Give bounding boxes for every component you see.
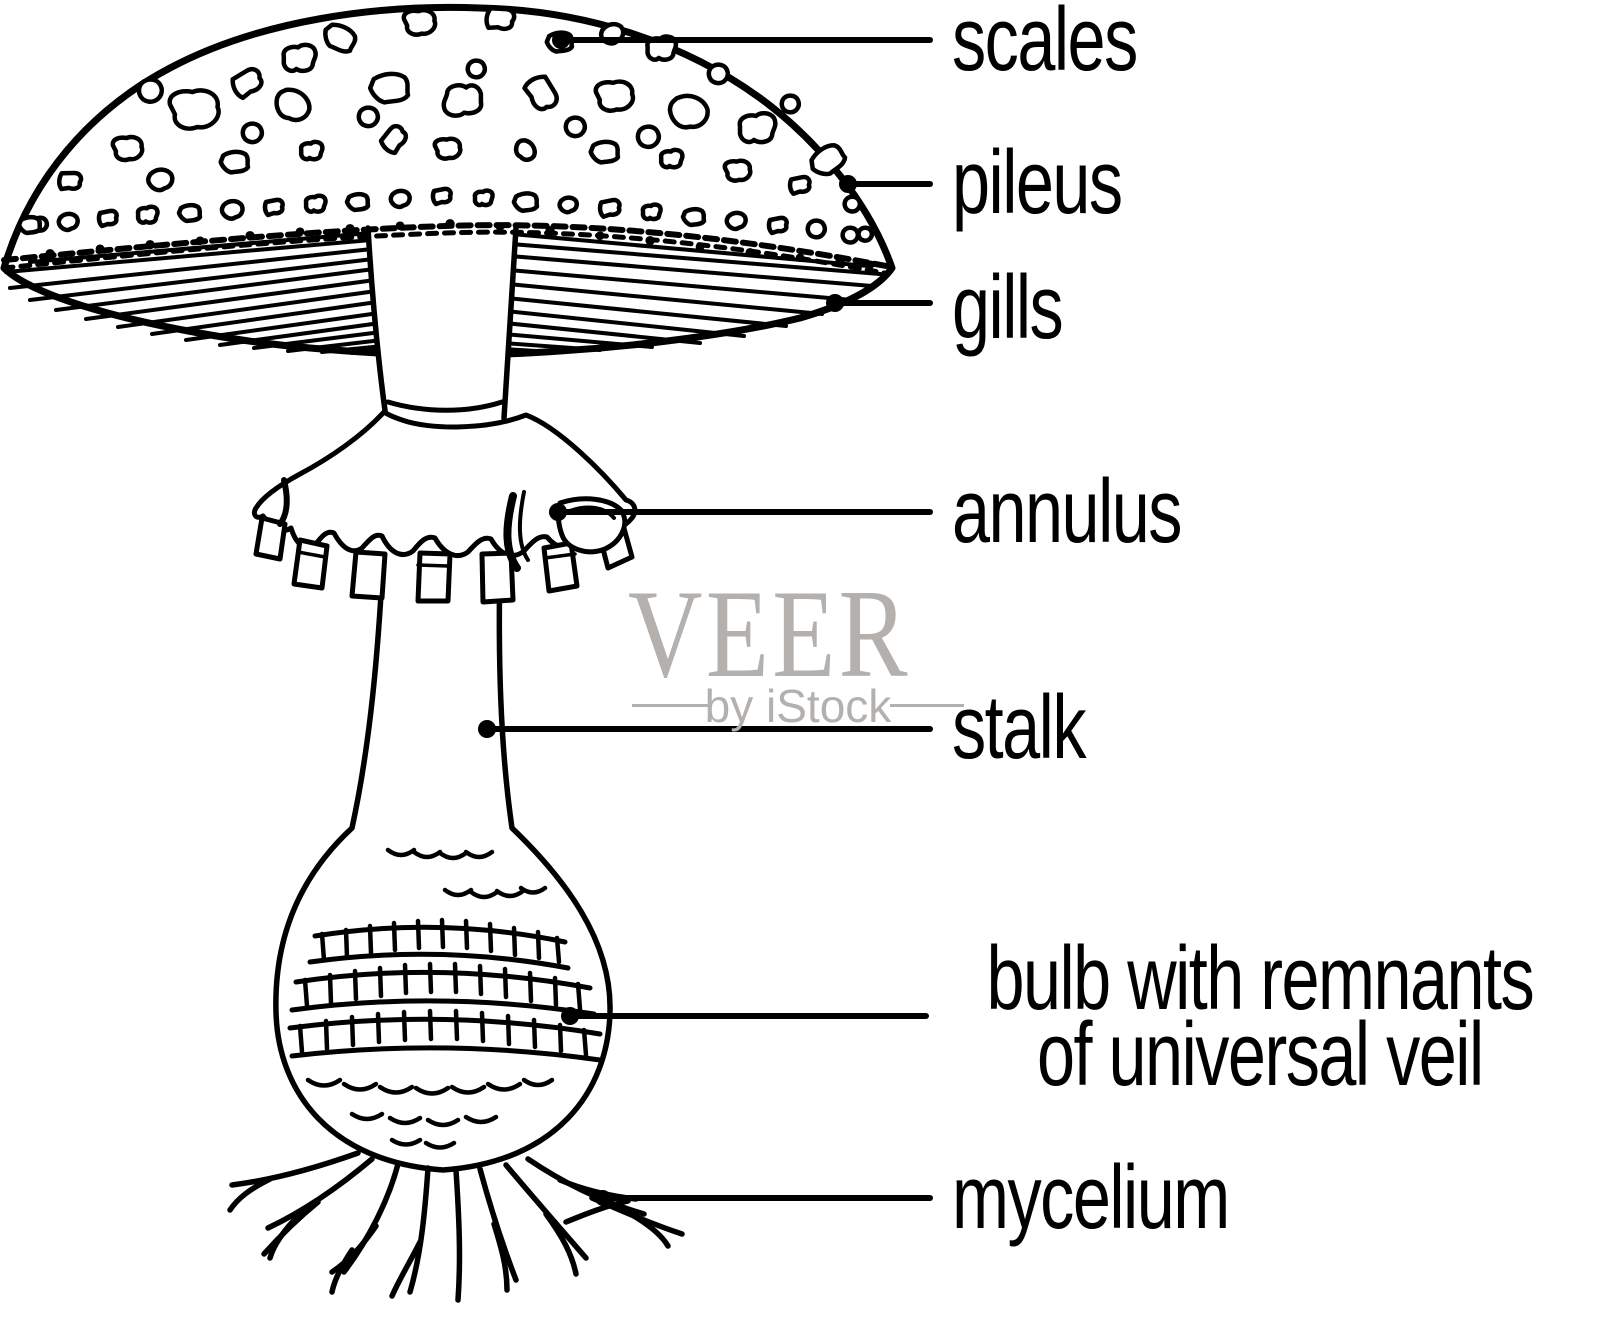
label-scales: scales (952, 0, 1138, 90)
gills-pointer (826, 294, 933, 312)
watermark-dash-right (890, 704, 964, 707)
label-annulus: annulus (952, 462, 1182, 562)
watermark-dash-left (632, 704, 708, 707)
stalk-lower-and-bulb (273, 557, 613, 1173)
mycelium-pointer (595, 1190, 933, 1206)
cap-scale-band (1, 220, 889, 276)
stalk-pointer (478, 720, 933, 738)
bulb-veil-remnants (287, 847, 603, 1150)
stalk-upper (365, 225, 519, 421)
label-bulb-line1: bulb with remnants (986, 929, 1534, 1029)
label-gills: gills (952, 258, 1064, 358)
gills-hatching (4, 231, 882, 355)
label-stalk: stalk (952, 678, 1087, 778)
watermark-brand: VEER (628, 565, 911, 704)
label-bulb-line2: of universal veil (1037, 1005, 1484, 1105)
scales-pointer (552, 31, 933, 49)
pointer-lines (478, 31, 933, 1206)
label-pileus: pileus (952, 133, 1123, 233)
mycelium-roots (227, 1150, 685, 1303)
annulus-pointer (549, 503, 933, 521)
bulb-pointer (561, 1007, 929, 1025)
pileus-pointer (839, 175, 933, 193)
label-bulb-with-remnants-of-universal-veil: bulb with remnants of universal veil (930, 929, 1590, 1105)
watermark-byline: by iStock (704, 680, 892, 732)
label-mycelium: mycelium (952, 1148, 1230, 1248)
annulus-ring (251, 399, 638, 605)
